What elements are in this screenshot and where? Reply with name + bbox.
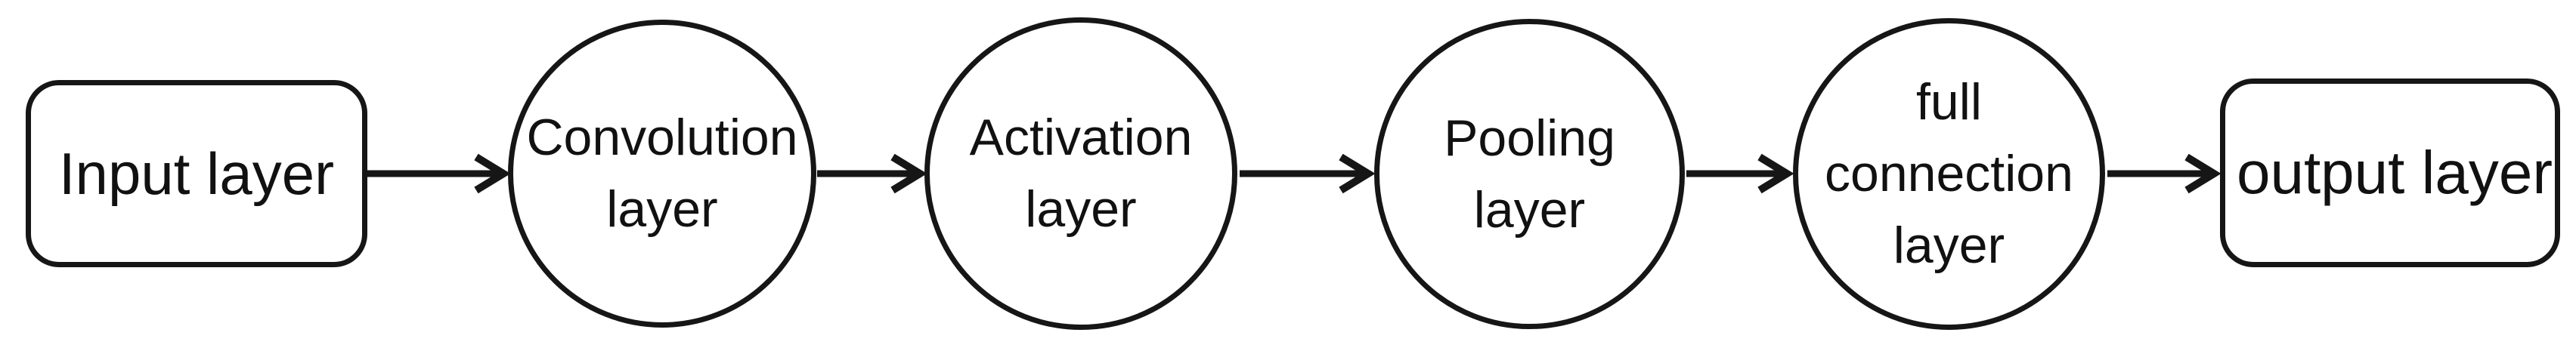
node-label-line: layer	[1893, 217, 2005, 274]
node-label-line: Convolution	[526, 109, 798, 166]
node-label-line: Input layer	[58, 140, 335, 207]
node-pooling-layer: Pooling layer	[1374, 19, 1685, 329]
edge-arrow-input-to-convolution	[367, 153, 511, 194]
node-input-layer: Input layer	[26, 80, 367, 267]
node-label-line: output layer	[2236, 139, 2553, 206]
node-full-connection-layer: full connection layer	[1793, 18, 2105, 330]
node-label-line: layer	[1025, 180, 1137, 238]
edge-arrow-activation-to-pooling	[1240, 153, 1376, 194]
node-output-layer: output layer	[2220, 79, 2560, 267]
node-label-line: layer	[1473, 180, 1586, 239]
node-label-line: Pooling	[1444, 109, 1615, 167]
node-convolution-layer: Convolution layer	[508, 20, 816, 328]
node-label-line: full	[1916, 73, 1982, 131]
edge-arrow-pooling-to-full-connection	[1686, 153, 1794, 194]
node-label-line: Activation	[969, 109, 1193, 166]
edge-arrow-convolution-to-activation	[817, 153, 927, 194]
node-activation-layer: Activation layer	[924, 17, 1237, 330]
edge-arrow-full-connection-to-output	[2107, 153, 2221, 194]
node-label-line: layer	[606, 180, 718, 238]
node-label-line: connection	[1825, 145, 2073, 202]
